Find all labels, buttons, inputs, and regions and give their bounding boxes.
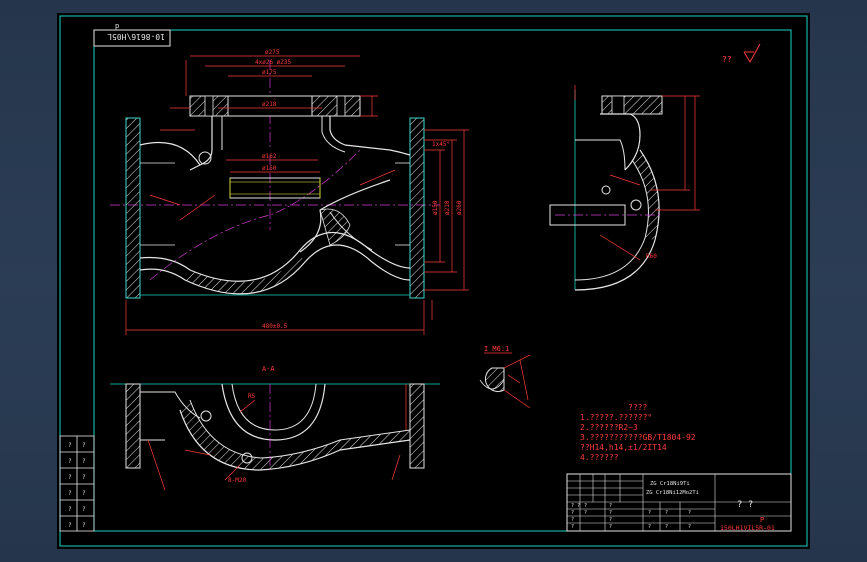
- note-2: 2.??????R2~3: [580, 423, 638, 432]
- dim-d150: ø150: [262, 165, 277, 172]
- svg-text:?: ?: [68, 474, 72, 481]
- note-4: 4.??????: [580, 453, 619, 462]
- svg-text:?: ?: [571, 524, 574, 530]
- svg-text:?: ?: [688, 510, 691, 516]
- svg-text:?: ?: [82, 474, 86, 481]
- roughness-mark: ??: [722, 43, 761, 64]
- material-1: ZG Cr18Ni9Ti: [650, 481, 690, 487]
- sheet-mark: P: [760, 516, 764, 524]
- svg-text:?: ?: [609, 510, 612, 516]
- svg-text:?: ?: [609, 503, 612, 509]
- svg-text:?: ?: [571, 517, 574, 523]
- svg-text:?: ?: [648, 524, 651, 530]
- svg-text:?: ?: [665, 510, 668, 516]
- svg-text:?: ?: [688, 524, 691, 530]
- dim-d175: ø175: [262, 69, 277, 76]
- svg-text:?: ?: [571, 510, 574, 516]
- svg-text:?: ?: [665, 524, 668, 530]
- front-view: ø275 4xø26 ø235 ø175 ø218 ø162 ø150 480±…: [110, 49, 469, 335]
- svg-text:?: ?: [68, 458, 72, 465]
- side-view: R60: [549, 85, 700, 291]
- drawing-sheet: [57, 13, 810, 549]
- outer-frame: [59, 15, 808, 547]
- left-margin-table: [59, 435, 95, 532]
- svg-text:?: ?: [68, 490, 72, 497]
- technical-notes: ???? 1.?????.??????° 2.??????R2~3 3.????…: [580, 403, 696, 462]
- svg-text:?: ?: [648, 510, 651, 516]
- note-3: 3.???????????GB/T1804-92: [580, 433, 696, 442]
- dim-chamfer: 1x45°: [432, 141, 450, 148]
- svg-text:? ?: ? ?: [571, 503, 580, 509]
- svg-text:?: ?: [82, 506, 86, 513]
- svg-text:?: ?: [82, 442, 86, 449]
- title-block: ZG Cr18Ni9Ti ZG Cr18Ni12Mo2Ti ? ? P 150L…: [566, 473, 792, 532]
- note-3b: ??H14,h14,±1/2IT14: [580, 443, 667, 452]
- svg-text:?: ?: [82, 490, 86, 497]
- dim-d275: ø275: [265, 49, 280, 56]
- dim-d162: ø162: [262, 153, 277, 160]
- svg-text:?: ?: [609, 517, 612, 523]
- svg-text:?: ?: [82, 522, 86, 529]
- svg-text:?: ?: [68, 522, 72, 529]
- section-view-bottom: A-A 8-M20 R5: [110, 365, 440, 491]
- dim-d218: ø218: [262, 101, 277, 108]
- thread-callout: 8-M20: [228, 477, 246, 484]
- svg-text:?: ?: [584, 503, 587, 509]
- svg-text:?: ?: [68, 442, 72, 449]
- stamp-box: 10-8616\H05L p: [93, 22, 171, 47]
- material-2: ZG Cr18Ni12Mo2Ti: [646, 490, 699, 496]
- roughness-label: ??: [722, 55, 732, 64]
- svg-text:?: ?: [68, 506, 72, 513]
- left-margin-glyphs: ?? ?? ?? ?? ?? ??: [68, 442, 86, 529]
- dim-side3: ø260: [456, 200, 463, 215]
- detail-label: I M6:1: [484, 345, 509, 353]
- svg-text:?: ?: [82, 458, 86, 465]
- drawing-number: 150LH1VIL5R-01: [720, 524, 775, 532]
- dim-r60: R60: [646, 253, 657, 260]
- dim-r5: R5: [248, 393, 256, 400]
- svg-text:?: ?: [609, 524, 612, 530]
- detail-view: I M6:1: [479, 345, 531, 409]
- stamp-code: 10-8616\H05L: [107, 32, 165, 41]
- dim-side2: ø150: [432, 200, 439, 215]
- note-1: 1.?????.??????°: [580, 413, 652, 422]
- dim-length: 480±0.5: [262, 323, 288, 330]
- section-label: A-A: [262, 365, 275, 373]
- inner-frame: [93, 29, 792, 532]
- notes-title: ????: [628, 403, 647, 412]
- svg-text:?: ?: [584, 510, 587, 516]
- stamp-sub: p: [115, 22, 119, 30]
- dim-side1: ø210: [444, 200, 451, 215]
- dim-d235: 4xø26 ø235: [255, 59, 292, 66]
- part-name: ? ?: [737, 500, 753, 510]
